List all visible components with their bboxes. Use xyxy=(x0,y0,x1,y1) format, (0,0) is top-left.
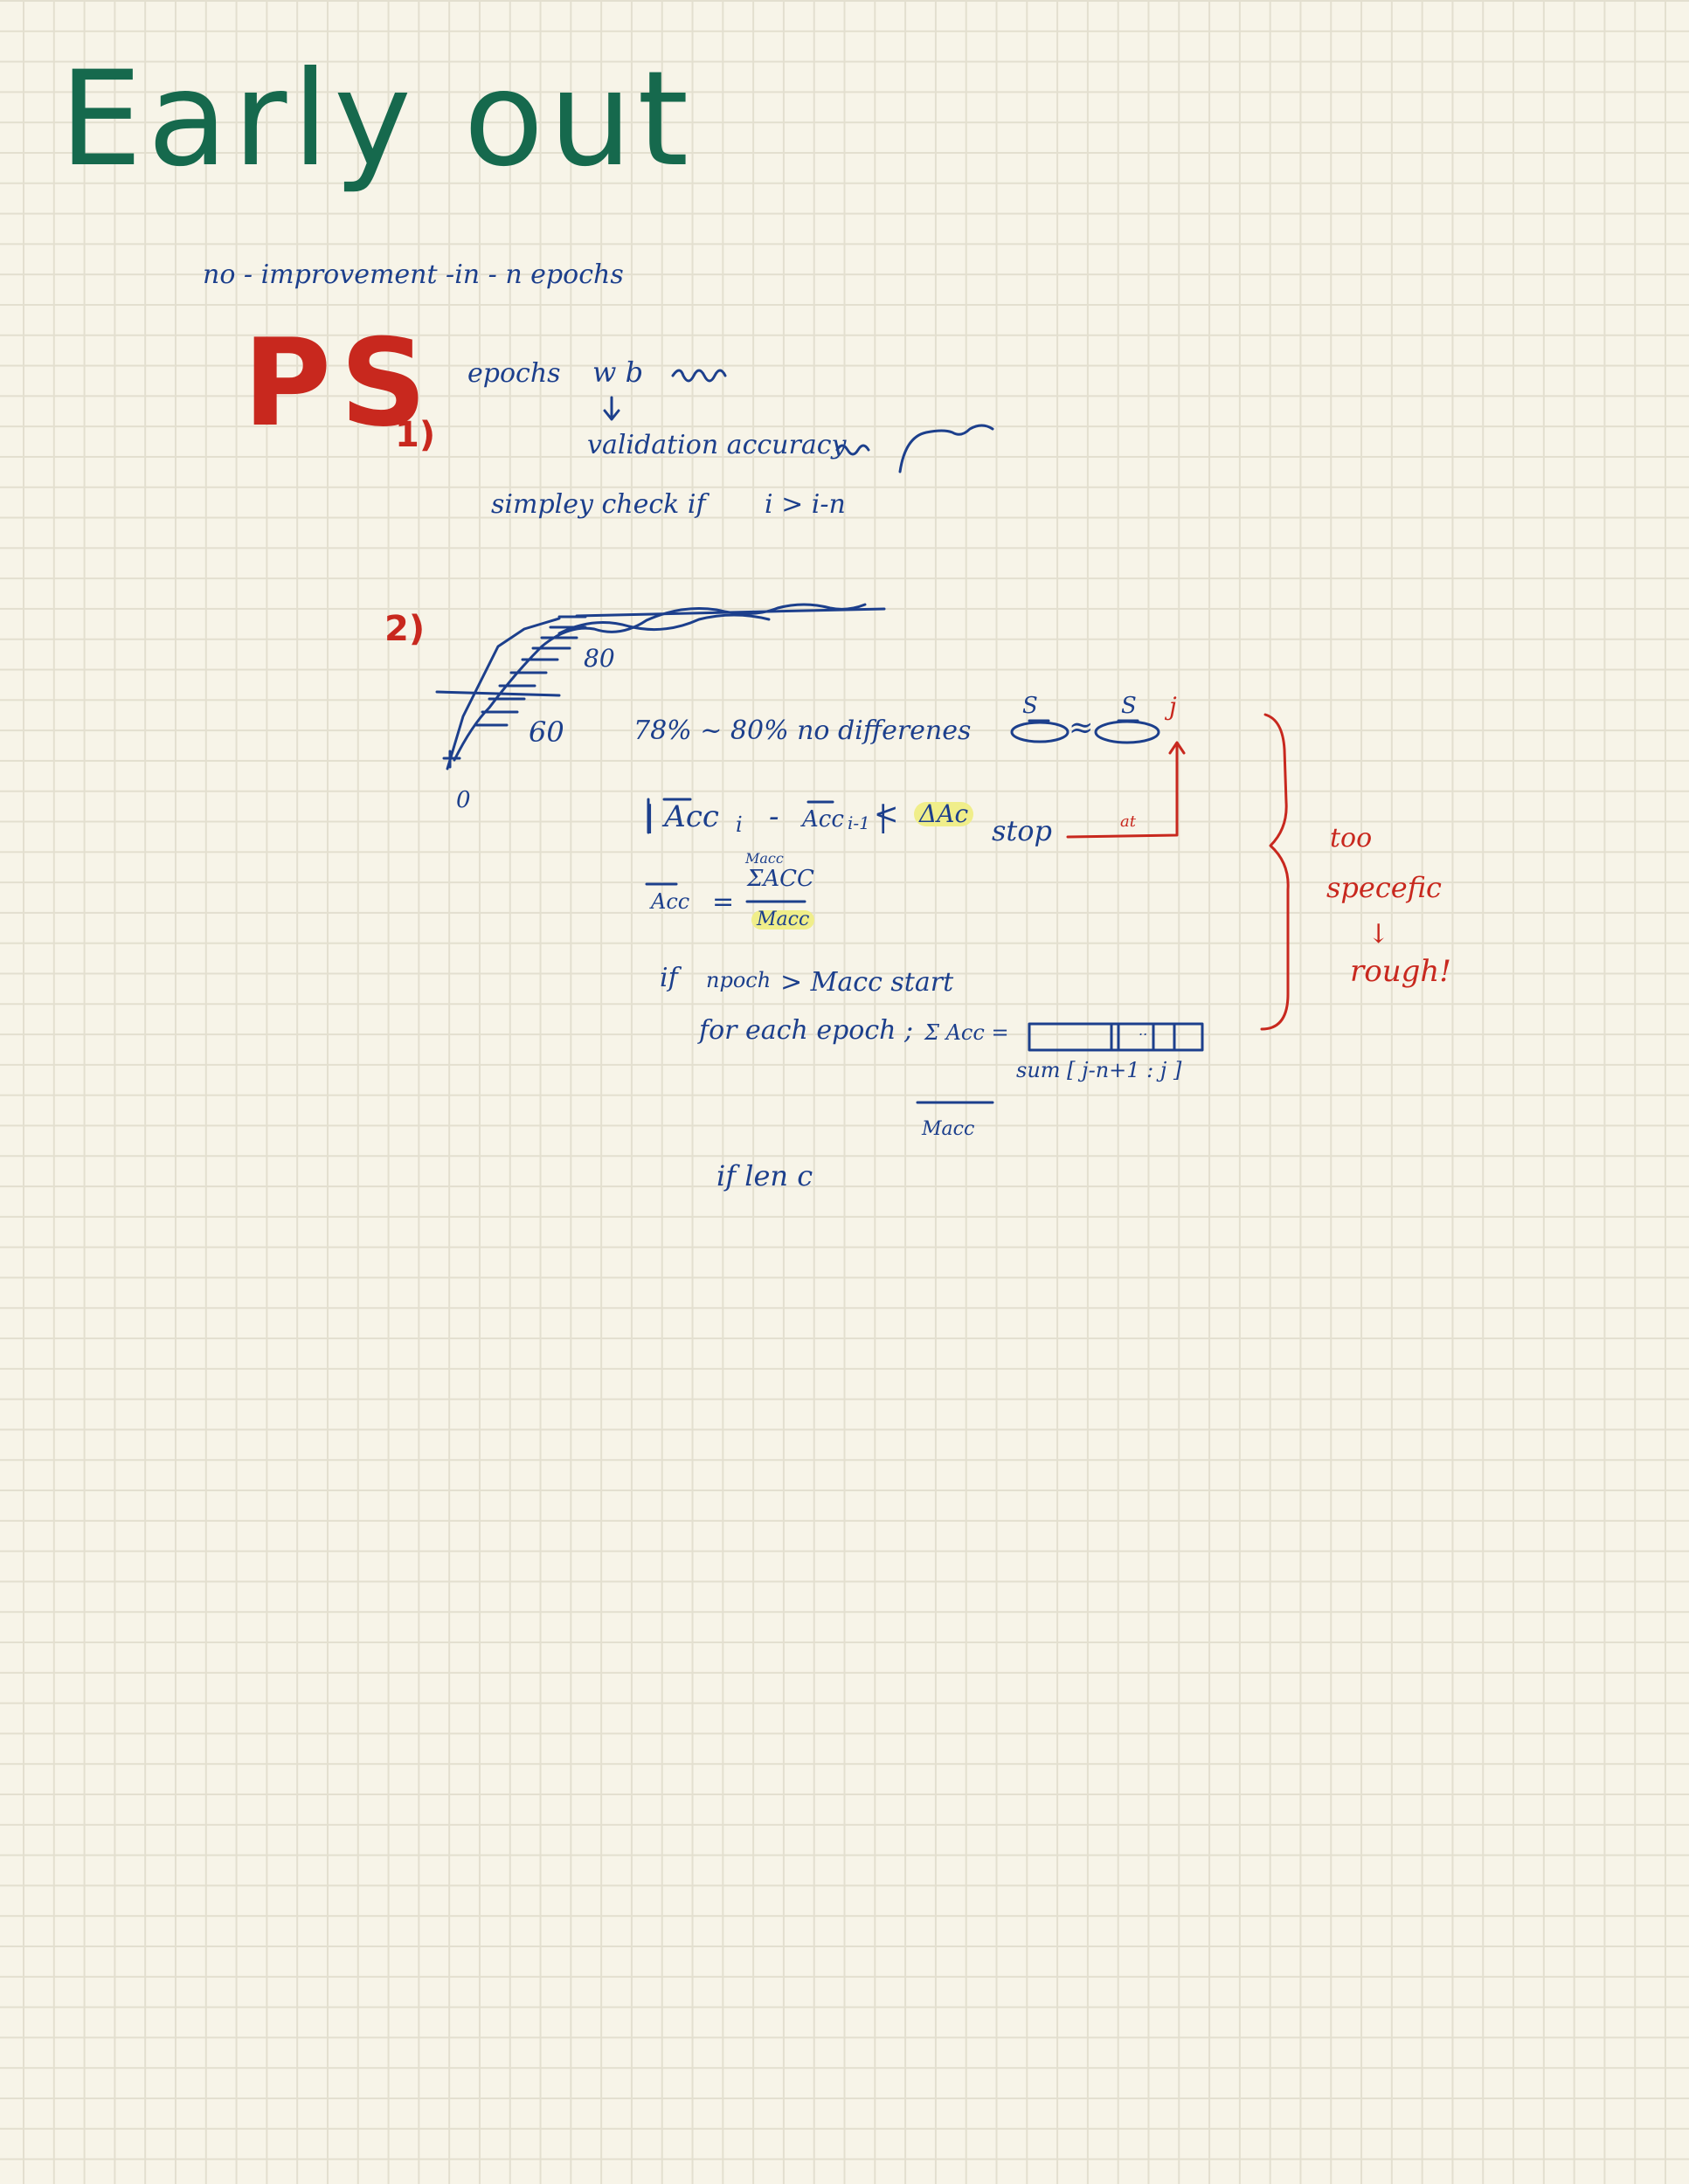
down-arrow-icon xyxy=(603,396,620,421)
sum-acc: ΣACC xyxy=(747,866,814,892)
condition-label: i > i-n xyxy=(765,489,846,520)
for-loop-line: for each epoch ; xyxy=(699,1015,914,1046)
sum-index: sum [ j-n+1 : j ] xyxy=(1016,1058,1182,1082)
graph-label-0: 0 xyxy=(456,787,471,813)
check-label: simpley check if xyxy=(491,489,706,520)
window-label-left: S xyxy=(1022,693,1038,719)
validation-accuracy-label: validation accuracy xyxy=(587,430,847,460)
less-than: < xyxy=(874,797,899,832)
graph-label-80: 80 xyxy=(584,644,615,673)
minus-sign: - xyxy=(769,799,779,834)
validation-squiggle xyxy=(835,444,870,456)
sum-equals: Σ Acc = xyxy=(924,1020,1009,1045)
if-keyword: if xyxy=(660,963,678,993)
accuracy-curve-sketch xyxy=(898,424,994,473)
equals-sign: = xyxy=(712,887,735,917)
arrow-label: at xyxy=(1120,812,1136,831)
window-label-right: S xyxy=(1121,693,1137,719)
if-len-line: if len c xyxy=(716,1159,813,1192)
array-dividers xyxy=(1110,1022,1176,1052)
if-condition-rest: > Macc start xyxy=(780,967,954,998)
window-ellipse-right xyxy=(1094,720,1160,744)
section2-marker: 2) xyxy=(384,609,426,649)
ps-label: PS xyxy=(243,313,436,453)
subtitle: no - improvement -in - n epochs xyxy=(203,259,624,290)
graph-label-60: 60 xyxy=(529,715,564,749)
sum-top: Macc xyxy=(745,850,784,867)
approx-symbol: ≈ xyxy=(1069,710,1094,745)
graph-curve xyxy=(453,603,867,762)
array-box xyxy=(1028,1022,1204,1052)
graph-axis xyxy=(446,617,561,771)
stop-arrow xyxy=(1066,741,1186,839)
graph-curve-2 xyxy=(557,613,771,635)
abs-left: | Acc xyxy=(645,799,719,834)
section1-marker: 1) xyxy=(395,415,436,455)
side-note-too: too xyxy=(1330,823,1373,854)
stop-label: stop xyxy=(992,814,1053,847)
wb-label: w b xyxy=(592,356,644,389)
graph-hatching xyxy=(474,615,587,727)
sub-i: i xyxy=(736,812,743,837)
npoch-label: npoch xyxy=(706,968,772,992)
abs-bar: | xyxy=(878,799,889,834)
graph-tick xyxy=(442,750,461,769)
array-dots: .. xyxy=(1139,1022,1148,1039)
observation-text: 78% ~ 80% no differenes xyxy=(633,715,972,746)
denominator-highlighted: Macc xyxy=(751,910,815,930)
side-note-specific: specefic xyxy=(1326,871,1442,904)
page-title: Early out xyxy=(59,44,695,196)
epochs-label: epochs xyxy=(467,358,561,389)
fraction-denominator: Macc xyxy=(922,1118,975,1140)
side-note-arrow: ↓ xyxy=(1367,919,1390,950)
wb-squiggle xyxy=(671,369,727,383)
delta-acc-highlighted: ΔAc xyxy=(914,802,974,826)
window-ellipse-left xyxy=(1010,721,1069,743)
curly-brace xyxy=(1260,713,1290,1031)
index-j: j xyxy=(1169,692,1177,721)
abs-right: Acc xyxy=(802,806,844,833)
sub-i-1: i-1 xyxy=(848,812,870,833)
side-note-rough: rough! xyxy=(1350,954,1451,989)
acc-overline xyxy=(645,798,834,886)
acc-bar: Acc xyxy=(651,889,690,914)
graph-x-line xyxy=(435,690,561,697)
